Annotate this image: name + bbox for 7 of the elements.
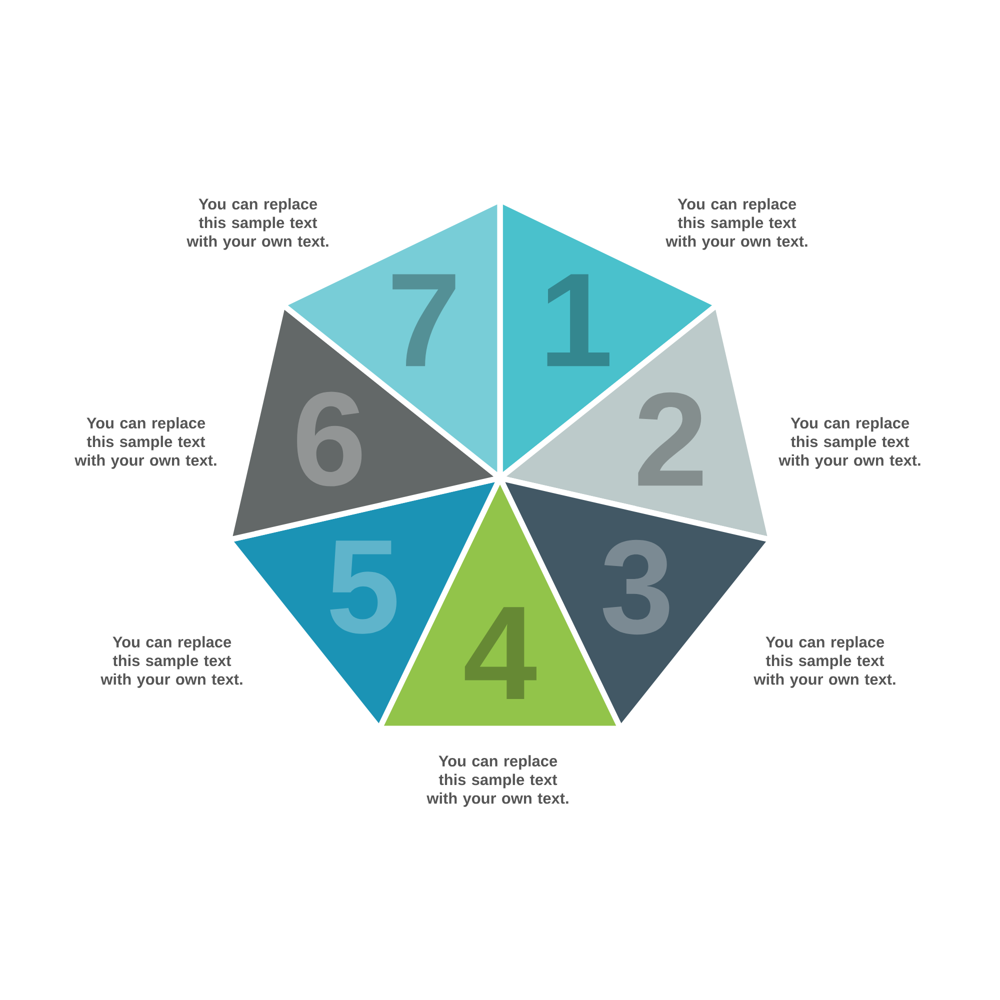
label-text: You can replace this sample text with your own text. bbox=[74, 417, 216, 469]
label-text: You can replace this sample text with your own text. bbox=[778, 417, 920, 469]
label-text: You can replace this sample text with your own text. bbox=[100, 636, 242, 688]
label-text: You can replace this sample text with your own text. bbox=[754, 636, 896, 688]
label-text: You can replace this sample text with your own text. bbox=[186, 198, 328, 250]
label-text: You can replace this sample text with your own text. bbox=[666, 198, 808, 250]
label-text: You can replace this sample text with your own text. bbox=[426, 755, 568, 807]
